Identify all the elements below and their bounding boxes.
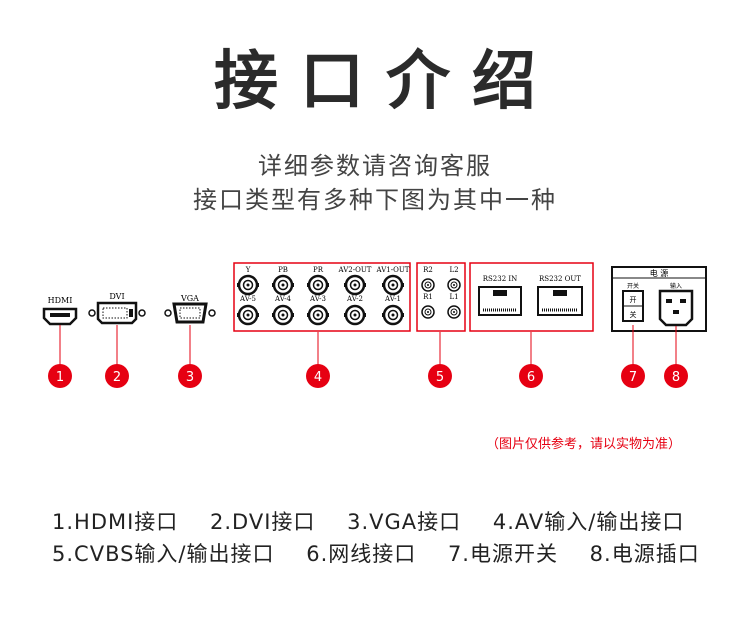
- bnc-jack: [272, 304, 294, 326]
- power-box-title: 电 源: [650, 268, 669, 278]
- switch-on-label: 开: [630, 296, 637, 304]
- legend-item-cvbs: 5.CVBS输入/输出接口: [52, 542, 275, 566]
- rca-jack: [447, 305, 461, 319]
- bnc-jack: [382, 274, 404, 296]
- av-top-label: PB: [278, 266, 288, 274]
- rs232-out-port: RS232 OUT: [537, 275, 583, 316]
- port-number-markers: 1 2 3 4 5 6 7 8: [48, 364, 688, 388]
- cvbs-port-group-frame: [416, 262, 466, 332]
- legend-item-hdmi: 1.HDMI接口: [52, 510, 179, 534]
- switch-label: 开关: [627, 282, 639, 290]
- marker-8: 8: [664, 364, 688, 388]
- bnc-jack: [307, 304, 329, 326]
- marker-5: 5: [428, 364, 452, 388]
- bnc-jack: [272, 274, 294, 296]
- av-top-label: PR: [313, 266, 324, 274]
- marker-number: 3: [186, 370, 194, 385]
- marker-1: 1: [48, 364, 72, 388]
- av-bottom-label: AV-1: [384, 295, 401, 303]
- bnc-jack: [237, 274, 259, 296]
- audio-label: R2: [423, 266, 433, 274]
- reference-note: （图片仅供参考，请以实物为准）: [486, 437, 682, 452]
- marker-number: 5: [436, 370, 444, 385]
- bnc-jack: [237, 304, 259, 326]
- av-bottom-label: AV-3: [309, 295, 326, 303]
- socket-label: 输入: [670, 282, 682, 290]
- rs232-out-label: RS232 OUT: [539, 275, 581, 283]
- bnc-jack: [344, 274, 366, 296]
- legend-item-power-socket: 8.电源插口: [589, 542, 700, 566]
- subtitle-contact: 详细参数请咨询客服: [258, 152, 492, 180]
- marker-6: 6: [519, 364, 543, 388]
- legend-row-1: 1.HDMI接口 2.DVI接口 3.VGA接口 4.AV输入/输出接口: [52, 506, 708, 536]
- subtitle-variants: 接口类型有多种下图为其中一种: [193, 186, 557, 214]
- legend-item-av: 4.AV输入/输出接口: [492, 510, 685, 534]
- av-port-group-frame: [233, 262, 411, 332]
- audio-label: R1: [423, 293, 433, 301]
- marker-number: 8: [672, 370, 680, 385]
- marker-number: 6: [527, 370, 535, 385]
- marker-number: 4: [314, 370, 322, 385]
- av-top-label: AV2-OUT: [338, 266, 372, 274]
- vga-port: VGA: [164, 294, 216, 365]
- av-bottom-label: AV-5: [239, 295, 256, 303]
- power-socket: 输入: [658, 282, 694, 327]
- rca-jack: [421, 305, 435, 319]
- av-top-label: AV1-OUT: [376, 266, 410, 274]
- vga-label: VGA: [180, 294, 199, 303]
- legend-item-vga: 3.VGA接口: [347, 510, 462, 534]
- rca-jack: [421, 278, 435, 292]
- av-top-label: Y: [245, 266, 251, 274]
- legend-item-network: 6.网线接口: [306, 542, 417, 566]
- power-switch: 开关 开 关: [622, 282, 644, 322]
- rs232-in-port: RS232 IN: [478, 275, 522, 316]
- interface-panel-diagram: HDMI DVI VGA Y PB PR AV2-OUT AV1-OUT AV-5 AV-4…: [42, 262, 707, 388]
- legend-item-power-switch: 7.电源开关: [447, 542, 558, 566]
- legend-item-dvi: 2.DVI接口: [210, 510, 316, 534]
- legend-row-2: 5.CVBS输入/输出接口 6.网线接口 7.电源开关 8.电源插口: [52, 538, 724, 568]
- audio-label: L2: [449, 266, 458, 274]
- switch-off-label: 关: [630, 310, 637, 319]
- marker-4: 4: [306, 364, 330, 388]
- bnc-jack: [344, 304, 366, 326]
- audio-label: L1: [449, 293, 458, 301]
- bnc-jack: [307, 274, 329, 296]
- rca-jack: [447, 278, 461, 292]
- page-title: 接口介绍: [214, 45, 558, 119]
- marker-number: 2: [113, 370, 121, 385]
- rs232-in-label: RS232 IN: [483, 275, 518, 283]
- marker-2: 2: [105, 364, 129, 388]
- av-bottom-label: AV-4: [274, 295, 291, 303]
- hdmi-port: HDMI: [42, 296, 78, 365]
- marker-7: 7: [621, 364, 645, 388]
- av-port-group: Y PB PR AV2-OUT AV1-OUT AV-5 AV-4 AV-3 AV-2 AV-1: [237, 266, 410, 326]
- bnc-jack: [382, 304, 404, 326]
- rs232-port-group-frame: [469, 262, 594, 332]
- dvi-label: DVI: [109, 292, 124, 301]
- hdmi-label: HDMI: [48, 296, 73, 305]
- marker-number: 7: [629, 370, 637, 385]
- av-bottom-label: AV-2: [346, 295, 363, 303]
- marker-number: 1: [56, 370, 64, 385]
- marker-3: 3: [178, 364, 202, 388]
- dvi-port: DVI: [88, 292, 146, 365]
